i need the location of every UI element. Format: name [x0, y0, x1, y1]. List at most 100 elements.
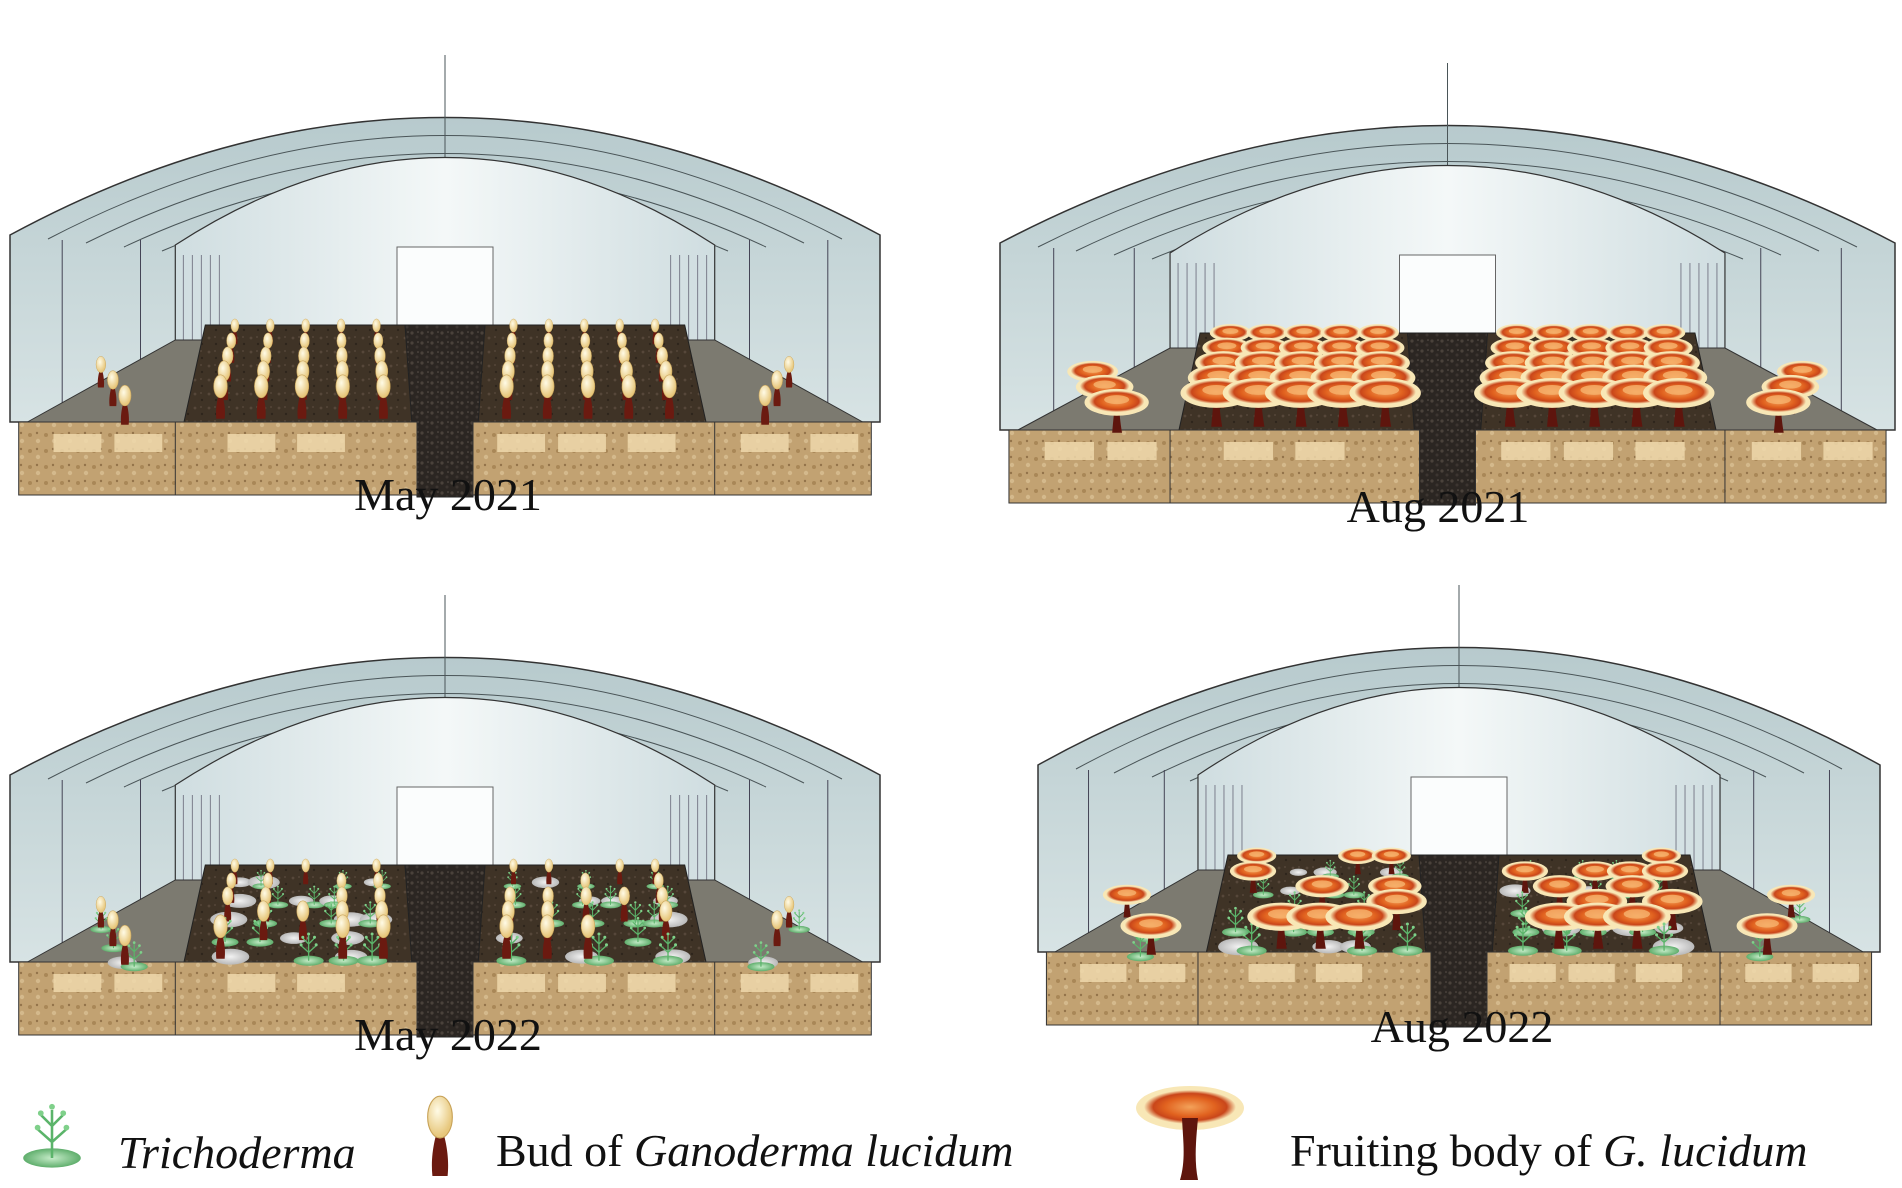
trichoderma-spore-dot — [518, 887, 521, 890]
base-light-patch — [1509, 964, 1556, 982]
fruiting-body-icon — [1606, 324, 1649, 353]
trichoderma-spore-dot — [1228, 909, 1232, 913]
trichoderma-spore-dot — [754, 944, 758, 947]
base-light-patch — [1080, 964, 1127, 982]
trichoderma-spore-dot — [752, 951, 756, 954]
bud-tip — [226, 332, 237, 349]
base-light-patch — [1223, 442, 1273, 460]
bud-tip — [653, 332, 664, 349]
trichoderma-spore-dot — [336, 935, 340, 939]
bud-tip — [294, 374, 310, 399]
base-light-patch — [297, 974, 345, 992]
trichoderma-spore-dot — [658, 943, 662, 947]
fruiting-body-icon — [1603, 902, 1671, 949]
panels-container — [9, 55, 1896, 1038]
trichoderma-hyphae — [753, 944, 769, 967]
fruiting-cap-highlight — [1541, 356, 1564, 365]
trichoderma-spore-dot — [629, 926, 633, 930]
bud-tip — [651, 318, 660, 333]
bud-tip — [509, 318, 518, 333]
bud-icon — [784, 896, 795, 928]
bud-stem — [259, 919, 268, 941]
fruiting-cap-highlight — [1311, 880, 1333, 888]
bud-stem — [109, 387, 117, 407]
fruiting-cap-highlight — [1296, 328, 1313, 334]
fruiting-body-icon — [1120, 913, 1182, 955]
bud-icon — [580, 914, 596, 959]
bud-stem — [773, 387, 781, 407]
bud-tip — [372, 858, 381, 873]
bud-tip — [296, 900, 310, 922]
bud-tip — [784, 356, 795, 373]
bud-icon — [213, 914, 228, 959]
bud-tip — [617, 332, 627, 349]
spore-patch — [1289, 868, 1308, 876]
trichoderma-spore-dot — [364, 935, 368, 939]
bud-icon — [621, 374, 636, 419]
trichoderma-colony — [101, 944, 126, 953]
bud-tip — [226, 872, 237, 889]
bud-stem — [502, 395, 512, 419]
bud-tip — [95, 896, 106, 913]
bud-tip — [662, 374, 677, 399]
trichoderma-spore-dot — [641, 919, 645, 923]
trichoderma-hyphae — [324, 903, 338, 924]
trichoderma-spore-dot — [107, 928, 110, 931]
bud-stem — [216, 395, 225, 419]
trichoderma-spore-dot — [1411, 925, 1415, 929]
bud-tip — [257, 900, 270, 922]
bud-icon — [107, 910, 119, 947]
trichoderma-spore-dot — [643, 926, 647, 930]
bud-tip — [544, 858, 554, 873]
trichoderma-spore-dot — [581, 871, 584, 874]
trichoderma-spore-dot — [384, 871, 387, 874]
bud-icon — [254, 374, 269, 419]
fruiting-cap-highlight — [1117, 889, 1137, 897]
fruiting-body-icon — [1320, 324, 1362, 353]
trichoderma-spore-dot — [373, 903, 377, 907]
trichoderma-hyphae — [1794, 901, 1806, 920]
fruiting-cap-highlight — [1370, 342, 1390, 350]
trichoderma-hyphae — [793, 911, 805, 930]
base-light-patch — [227, 434, 276, 452]
trichoderma-spore-dot — [507, 876, 509, 878]
trichoderma-spore-dot — [1413, 933, 1417, 937]
trichoderma-spore-dot — [596, 903, 599, 907]
fruiting-body-icon — [1746, 388, 1811, 433]
trichoderma-hyphae — [1515, 893, 1529, 914]
base-light-patch — [1823, 442, 1873, 460]
base-light-patch — [558, 974, 606, 992]
trichoderma-hyphae — [590, 935, 607, 961]
trichoderma-hyphae — [1348, 877, 1360, 895]
trichoderma-colony — [90, 925, 112, 934]
trichoderma-spore-dot — [1239, 909, 1243, 913]
base-light-patch — [1563, 442, 1614, 460]
base-light-patch — [114, 974, 163, 992]
fruiting-cap-highlight — [1623, 909, 1651, 919]
base-light-patch — [1044, 442, 1094, 460]
trichoderma-spore-dot — [34, 1124, 41, 1131]
trichoderma-colony — [642, 919, 667, 928]
fruiting-cap-highlight — [1580, 370, 1606, 380]
base-light-patch — [627, 974, 676, 992]
trichoderma-spore-dot — [591, 901, 594, 904]
legend-label-fruiting-species: G. lucidum — [1603, 1125, 1807, 1176]
trichoderma-spore-dot — [116, 928, 120, 931]
trichoderma-hyphae — [1395, 861, 1405, 877]
bud-icon — [335, 374, 350, 419]
trichoderma-spore-dot — [577, 887, 580, 890]
trichoderma-spore-dot — [631, 919, 635, 923]
bud-icon — [618, 886, 630, 922]
trichoderma-icon — [267, 885, 289, 909]
trichoderma-spore-dot — [519, 893, 522, 896]
bud-tip — [336, 872, 347, 889]
legend-label-bud-species: Ganoderma lucidum — [634, 1125, 1013, 1176]
trichoderma-spore-dot — [1525, 893, 1529, 897]
fruiting-cap-highlight — [1251, 356, 1274, 365]
base-light-patch — [558, 434, 606, 452]
fruiting-cap-highlight — [1658, 342, 1678, 350]
fruiting-cap-highlight — [1207, 370, 1233, 380]
bud-tip — [499, 914, 514, 939]
fruiting-cap-highlight — [1508, 328, 1525, 334]
fruiting-body-icon — [1571, 861, 1619, 893]
